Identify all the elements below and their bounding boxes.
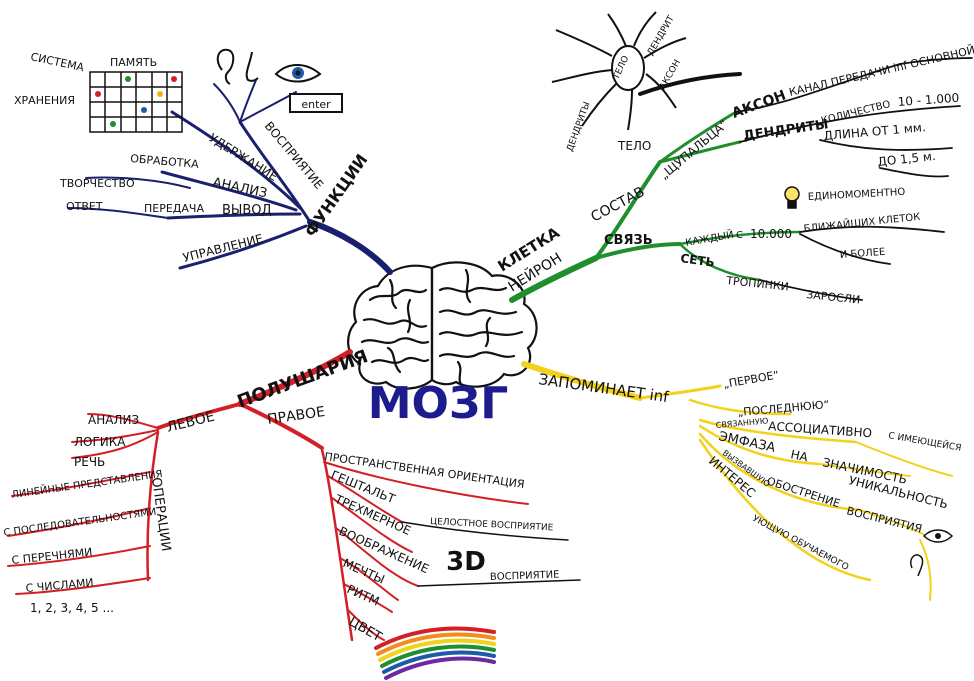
simultaneously-label: ЕДИНОМОМЕНТНО xyxy=(808,187,906,203)
composition-label: СОСТАВ xyxy=(588,184,647,226)
hemispheres-branches xyxy=(7,349,529,642)
transfer-label: ПЕРЕДАЧА xyxy=(144,202,204,215)
axon-desc-label: КАНАЛ ПЕРЕДАЧИ inf ОСНОВНОЙ xyxy=(788,43,974,99)
eye-icon xyxy=(274,64,322,83)
lists-label: С ПЕРЕЧНЯМИ xyxy=(11,546,93,567)
numbers-example-label: 1, 2, 3, 4, 5 ... xyxy=(30,601,114,615)
storage-label: ХРАНЕНИЯ xyxy=(14,94,75,107)
left-hemisphere-label: ЛЕВОЕ xyxy=(165,409,216,436)
cell-branches xyxy=(509,110,802,303)
left-analysis-label: АНАЛИЗ xyxy=(88,413,139,427)
speech-label: РЕЧЬ xyxy=(74,455,105,469)
processing-label: ОБРАБОТКА xyxy=(130,152,200,171)
remembers-label: ЗАПОМИНАЕТ inf xyxy=(537,370,670,406)
neuron-sketch-icon xyxy=(551,11,687,131)
storage-system-label: СИСТЕМА xyxy=(29,50,85,74)
sketch-dendrites-label: ДЕНДРИТЫ xyxy=(565,101,592,153)
thickets-label: ЗАРОСЛИ xyxy=(806,288,861,307)
ten-thousand-label: 10.000 xyxy=(750,227,792,241)
first-label: „ПЕРВОЕ“ xyxy=(722,368,780,391)
interest-rest-label: УЮЩУЮ ОБУЧАЕМОГО xyxy=(751,514,850,573)
hemispheres-detail-lines xyxy=(401,521,581,587)
dreams-label: МЕЧТЫ xyxy=(341,556,387,587)
hemispheres-title: ПОЛУШАРИЯ xyxy=(235,346,371,413)
holistic-label: ЦЕЛОСТНОЕ ВОСПРИЯТИЕ xyxy=(430,517,554,533)
logic-label: ЛОГИКА xyxy=(74,435,126,449)
network-label: СЕТЬ xyxy=(680,251,716,270)
paths-label: ТРОПИНКИ xyxy=(725,274,790,294)
rhythm-label: РИТМ xyxy=(345,582,382,609)
axon-label: АКСОН xyxy=(730,88,788,122)
enter-key-icon: enter xyxy=(289,93,343,113)
length-label: ДЛИНА ОТ 1 мм. xyxy=(823,120,926,143)
quantity-value-label: 10 - 1.000 xyxy=(897,91,959,109)
associatively-label: АССОЦИАТИВНО xyxy=(768,419,873,440)
output-label: ВЫВОД xyxy=(222,203,272,218)
dendrites-label: ДЕНДРИТЫ xyxy=(742,117,829,144)
on-label: НА xyxy=(789,447,810,464)
threed-badge-icon: 3D xyxy=(446,547,486,577)
rainbow-icon xyxy=(374,626,496,680)
nose-icon xyxy=(245,51,259,82)
right-hemisphere-label: ПРАВОЕ xyxy=(266,404,326,428)
last-label: „ПОСЛЕДНЮЮ“ xyxy=(737,398,830,419)
sketch-dendrite-label: ДЕНДРИТ xyxy=(646,14,677,58)
sequences-label: С ПОСЛЕДОВАТЕЛЬНОСТЯМИ xyxy=(3,507,157,539)
memory-perception-label: ВОСПРИЯТИЯ xyxy=(845,504,923,535)
enter-key-label: enter xyxy=(301,98,331,111)
body-label: ТЕЛО xyxy=(617,139,651,153)
memory-branches xyxy=(521,361,953,601)
tentacles-label: „ЩУПАЛЬЦА“ xyxy=(657,117,731,182)
cell-detail-lines xyxy=(638,57,973,301)
with-label: С xyxy=(736,230,743,241)
numbers-label: С ЧИСЛАМИ xyxy=(25,576,94,595)
memory-eye-icon xyxy=(922,529,954,543)
memory-label: ПАМЯТЬ xyxy=(110,56,157,69)
linked-label: СВЯЗАННУЮ xyxy=(715,416,769,430)
control-label: УПРАВЛЕНИЕ xyxy=(181,231,264,264)
and-more-label: И БОЛЕЕ xyxy=(839,247,885,261)
lightbulb-icon xyxy=(784,186,800,209)
threed-badge: 3D xyxy=(446,547,486,577)
creativity-label: ТВОРЧЕСТВО xyxy=(59,177,135,190)
linear-label: ЛИНЕЙНЫЕ ПРЕДСТАВЛЕНИЯ xyxy=(11,467,164,501)
length-to-label: ДО 1,5 м. xyxy=(877,149,937,169)
functions-branches xyxy=(67,79,393,275)
memory-ear-icon xyxy=(909,554,924,577)
sharpening-label: ОБОСТРЕНИЕ xyxy=(765,474,842,510)
with-existing-label: С ИМЕЮЩЕЙСЯ xyxy=(887,429,962,454)
brain-ear-icon xyxy=(216,48,235,85)
nearest-cells-label: БЛИЖАЙШИХ КЛЕТОК xyxy=(803,210,921,235)
answer-label: ОТВЕТ xyxy=(66,200,103,213)
analysis-function-label: АНАЛИЗ xyxy=(211,175,268,201)
brain-icon xyxy=(347,261,538,390)
center-title: МОЗГ xyxy=(368,378,509,429)
each-label: КАЖДЫЙ xyxy=(684,228,734,249)
connection-label: СВЯЗЬ xyxy=(604,233,653,248)
memory-grid-icon xyxy=(89,71,183,133)
threed-perception-label: ВОСПРИЯТИЕ xyxy=(490,570,560,583)
